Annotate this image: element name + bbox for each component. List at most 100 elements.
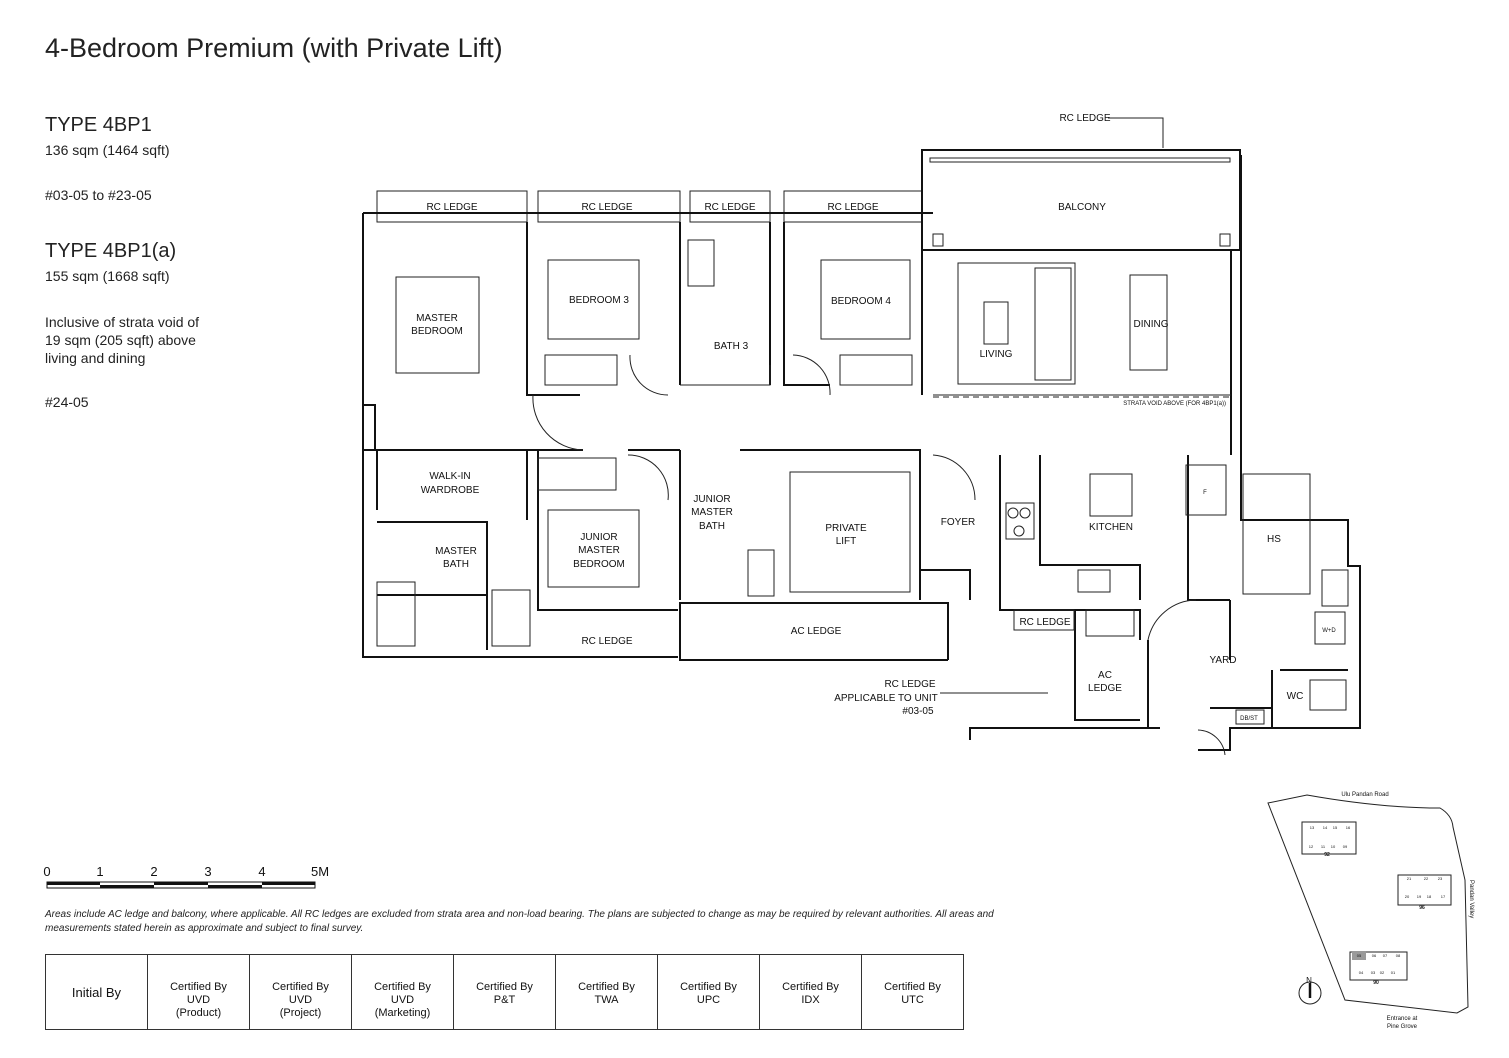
fridge-label: F	[1203, 490, 1207, 496]
road-east-label: Pandan Valley	[1468, 880, 1474, 918]
wardrobe-icon	[544, 354, 618, 386]
rc-ledge-1	[376, 190, 528, 223]
road-north-label: Ulu Pandan Road	[1341, 792, 1388, 798]
shower-icon	[747, 549, 775, 597]
junior-bedroom-label: MASTER	[578, 545, 620, 556]
cert-cell-top	[351, 954, 454, 981]
rc-ledge-label: RC LEDGE	[581, 636, 632, 647]
bath3-label: BATH 3	[714, 341, 749, 352]
private-lift-label: LIFT	[836, 536, 857, 547]
ac-ledge-label: LEDGE	[1088, 683, 1122, 694]
strata-void-note: Inclusive of strata void of 19 sqm (205 …	[45, 313, 199, 367]
washer-dryer-icon	[1314, 611, 1346, 645]
block-number: 92	[1324, 852, 1330, 858]
unit-numbers-4bp1: #03-05 to #23-05	[45, 187, 152, 203]
scale-tick: 4	[258, 864, 265, 879]
bedroom4-bed-icon	[820, 259, 911, 340]
private-lift-label: PRIVATE	[825, 523, 867, 534]
scale-tick: 5M	[311, 864, 329, 879]
hs-label: HS	[1267, 534, 1281, 545]
scale-bar: 0 1 2 3 4 5M	[43, 864, 329, 889]
compass-icon	[1298, 981, 1322, 1005]
cert-line: (Product)	[175, 1007, 222, 1019]
highlighted-unit	[1352, 951, 1366, 960]
unit-number: 11	[1321, 844, 1326, 849]
note-line: Inclusive of strata void of	[45, 314, 200, 330]
rc-ledge-label: RC LEDGE	[1059, 113, 1110, 124]
rc-ledge-applicable-label: APPLICABLE TO UNIT	[834, 693, 938, 704]
bedroom3-label: BEDROOM 3	[569, 295, 629, 306]
unit-number: 14	[1323, 825, 1328, 830]
hs-shelter-icon	[1242, 473, 1311, 595]
walk-in-label: WALK-IN	[429, 471, 470, 482]
master-bed-icon	[395, 276, 480, 374]
cert-line: UVD	[288, 994, 313, 1006]
unit-number: 23	[1438, 876, 1443, 881]
toilet-icon	[1309, 679, 1347, 711]
master-bedroom-label: BEDROOM	[411, 326, 463, 337]
cert-line: IDX	[801, 994, 820, 1006]
cert-cell-top	[249, 954, 352, 981]
dining-label: DINING	[1134, 319, 1169, 330]
shower-icon	[687, 239, 715, 287]
junior-bedroom-label: JUNIOR	[580, 532, 617, 543]
ledges	[376, 149, 1241, 251]
bedroom4-label: BEDROOM 4	[831, 296, 891, 307]
wd-label: W+D	[1322, 628, 1336, 634]
cert-cell-top	[657, 954, 760, 981]
sink-icon	[1077, 569, 1111, 593]
unit-number: 04	[1359, 970, 1364, 975]
balcony-parapet	[929, 157, 1231, 163]
wc-label: WC	[1287, 691, 1304, 702]
rc-ledge-label: RC LEDGE	[827, 202, 878, 213]
initial-by-cell: Initial By	[45, 954, 148, 1030]
junior-bed-icon	[547, 509, 640, 588]
unit-number: 22	[1424, 876, 1429, 881]
unit-number: 03	[1371, 970, 1376, 975]
cert-cell-top	[759, 954, 862, 981]
unit-type-4bp1a: TYPE 4BP1(a)	[45, 240, 177, 262]
cert-cell-top	[147, 954, 250, 981]
cert-line: UVD	[186, 994, 211, 1006]
unit-number: 21	[1407, 876, 1412, 881]
burner-icon	[1013, 525, 1025, 537]
rc-ledge-3	[689, 190, 771, 223]
cert-line: UPC	[696, 994, 721, 1006]
rc-ledge-label: RC LEDGE	[704, 202, 755, 213]
walk-in-label: WARDROBE	[421, 485, 480, 496]
rc-ledge-applicable-label: RC LEDGE	[884, 679, 935, 690]
unit-number: 16	[1346, 825, 1351, 830]
wardrobe-icon	[839, 354, 913, 386]
unit-number: 13	[1310, 825, 1315, 830]
cert-line: (Project)	[279, 1007, 322, 1019]
cert-cell-top	[861, 954, 964, 981]
wardrobe-icon	[537, 457, 617, 491]
living-area-icon	[957, 262, 1076, 385]
foyer-label: FOYER	[941, 517, 975, 528]
cert-line: Certified By	[884, 981, 941, 993]
scale-segment	[208, 885, 262, 888]
cert-line: Initial By	[71, 984, 122, 1000]
rc-ledge-label: RC LEDGE	[581, 202, 632, 213]
cert-line: TWA	[594, 994, 619, 1006]
ac-unit-icon	[1085, 609, 1135, 637]
scale-segment	[154, 882, 208, 885]
north-label: N	[1306, 976, 1312, 985]
unit-number: 19	[1417, 894, 1422, 899]
fridge-icon	[1185, 464, 1227, 516]
yard-label: YARD	[1209, 655, 1236, 666]
cert-line: UTC	[901, 994, 924, 1006]
cert-line: Certified By	[170, 981, 227, 993]
note-line: living and dining	[45, 350, 146, 366]
shower-icon	[491, 589, 531, 647]
scale-tick: 0	[43, 864, 50, 879]
sofa-icon	[1034, 267, 1072, 381]
column	[1219, 233, 1231, 247]
